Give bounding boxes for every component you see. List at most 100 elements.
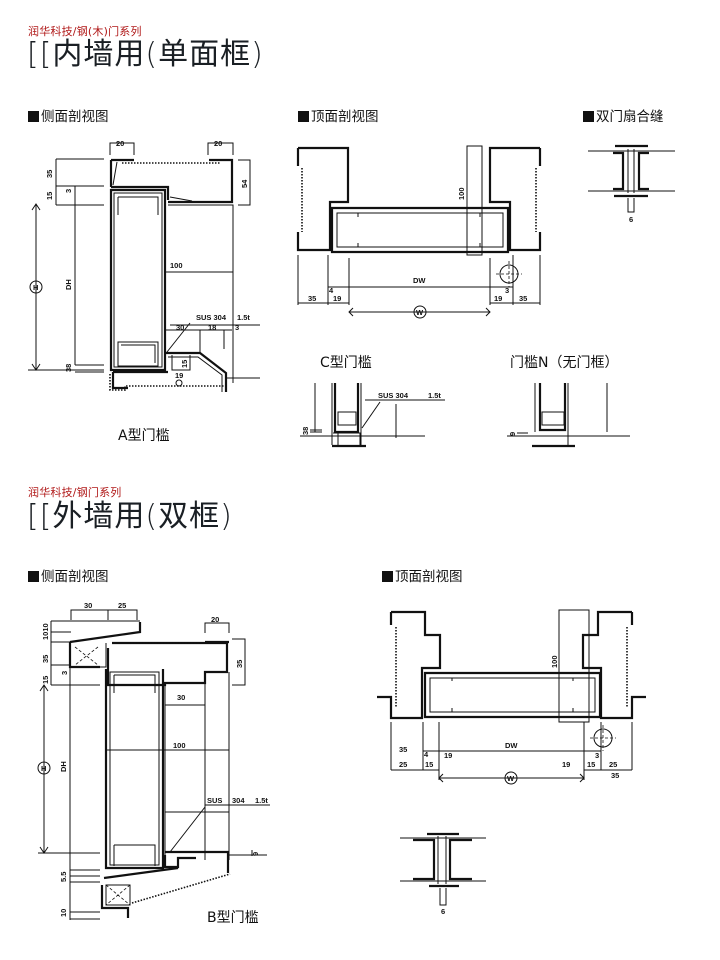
drawing-line	[37, 761, 51, 775]
dim-label: H	[41, 764, 46, 773]
series-label-1: 润华科技/钢(木)门系列	[28, 25, 142, 38]
dim-label: 15	[41, 676, 50, 684]
thickness-label: 1.5t	[237, 313, 250, 322]
square-bullet-icon	[382, 571, 393, 582]
drawing-line	[171, 355, 191, 371]
side-view-heading-1: 侧面剖视图	[28, 105, 109, 125]
dim-label: 19	[333, 294, 341, 303]
dim-label: 10	[59, 909, 68, 917]
dim-label: 35	[235, 660, 244, 668]
dim-label: W	[416, 308, 424, 317]
drawing-line	[581, 610, 646, 720]
dim-label: 35	[399, 745, 407, 754]
drawing-line	[98, 643, 107, 668]
drawing-line	[466, 145, 483, 256]
drawing-line	[70, 911, 100, 920]
dim-label: 30	[84, 601, 92, 610]
drawing-line	[400, 837, 486, 882]
drawing-line	[163, 850, 230, 873]
drawing-line	[175, 379, 183, 387]
drawing-line	[29, 280, 43, 294]
drawing-line	[75, 364, 104, 373]
dim-label: 19	[444, 751, 452, 760]
dim-label: 4	[329, 286, 334, 295]
drawing-line	[336, 212, 504, 248]
n-sill-drawing: 9	[507, 383, 630, 448]
section-title-2: [[外墙用(双框)	[27, 499, 233, 534]
top-view-drawing-2: 100 DW 35 4 19 25 15 19 3 15 25 35 W	[377, 609, 646, 785]
drawing-line	[111, 185, 170, 200]
drawing-line	[109, 142, 135, 155]
dim-label: 9	[251, 852, 260, 856]
dim-label: 3	[64, 189, 73, 193]
square-bullet-icon	[28, 571, 39, 582]
drawing-line	[297, 255, 541, 305]
dim-label: 35	[41, 655, 50, 663]
drawing-line	[504, 771, 518, 785]
drawing-line	[168, 204, 234, 383]
drawing-line	[69, 622, 142, 644]
drawing-line	[117, 196, 159, 215]
drawing-line	[413, 305, 427, 319]
square-bullet-icon	[28, 111, 39, 122]
dim-label: DW	[413, 276, 426, 285]
drawing-line	[199, 330, 225, 352]
drawing-line	[337, 212, 503, 248]
dim-label: 3	[60, 671, 69, 675]
drawing-line	[50, 620, 140, 686]
double-leaf-drawing-1: 6	[588, 144, 675, 224]
dim-label: DH	[59, 761, 68, 772]
drawing-line	[423, 671, 602, 719]
drawing-line	[330, 206, 510, 254]
series-label-2: 润华科技/钢门系列	[28, 486, 122, 499]
drawing-line	[113, 674, 156, 693]
drawing-line	[164, 672, 230, 868]
dim-label: 19	[562, 760, 570, 769]
drawing-line	[165, 351, 228, 392]
material-label: SUS 304	[196, 313, 227, 322]
drawing-line	[429, 677, 596, 713]
drawing-line	[365, 399, 445, 438]
dim-label: 100	[550, 655, 559, 668]
drawing-line	[103, 866, 179, 880]
dim-label: 30	[177, 693, 185, 702]
drawing-line	[337, 411, 357, 426]
n-sill-caption: 门槛N（无门框）	[510, 355, 619, 371]
top-view-heading-1: 顶面剖视图	[298, 105, 379, 125]
dim-label: 38	[64, 364, 73, 372]
drawing-line	[310, 429, 322, 433]
drawing-line	[113, 192, 163, 368]
dim-label: 35	[308, 294, 316, 303]
side-view-drawing-1: 20 20 35 15 3 54 100 H	[28, 139, 260, 392]
section-title-1: [[内墙用(单面框)	[27, 37, 264, 72]
drawing-line	[613, 151, 649, 191]
drawing-line	[111, 370, 168, 390]
material-label: SUS	[207, 796, 222, 805]
dim-label: 25	[118, 601, 126, 610]
dim-label: 25	[399, 760, 407, 769]
dim-label: 19	[494, 294, 502, 303]
material-label: SUS 304	[378, 391, 409, 400]
drawing-line	[488, 146, 542, 252]
drawing-line	[166, 322, 191, 353]
drawing-line	[377, 610, 442, 720]
dim-label: 3	[595, 751, 599, 760]
dim-label: 25	[609, 760, 617, 769]
drawing-line	[437, 836, 447, 884]
dim-label: 18	[208, 323, 216, 332]
drawing-line	[113, 844, 156, 866]
drawing-line	[229, 850, 267, 856]
drawing-line	[430, 677, 595, 713]
dim-label: DW	[505, 741, 518, 750]
drawing-line	[204, 622, 230, 633]
dim-label: 20	[211, 615, 219, 624]
dim-label: 20	[214, 139, 222, 148]
thickness-label: 1.5t	[428, 391, 441, 400]
drawing-line	[121, 344, 156, 363]
dim-label: 30	[176, 323, 184, 332]
drawing-line	[296, 146, 350, 252]
drawing-line	[558, 609, 590, 723]
dim-label: 3	[505, 286, 509, 295]
dim-label: W	[507, 774, 515, 783]
